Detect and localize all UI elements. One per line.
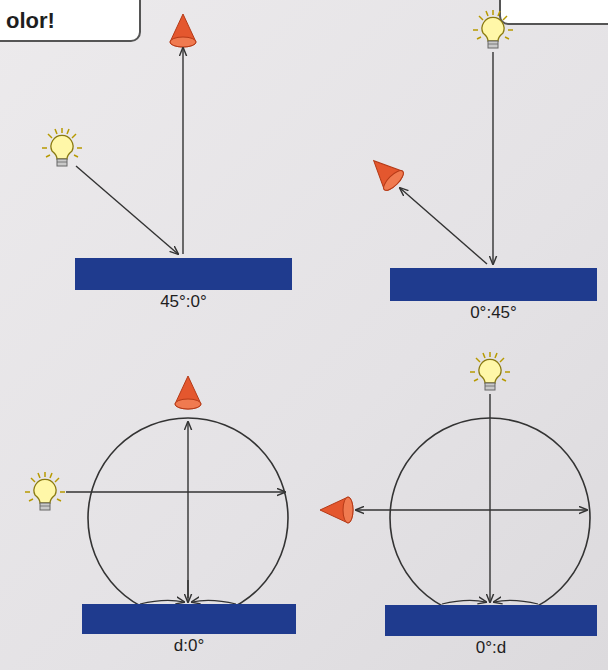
sample-bar: 45°:0° (75, 258, 292, 290)
sample-bar: 0°:45° (390, 268, 597, 301)
geometry-caption: d:0° (82, 636, 296, 656)
heading-text: olor! (0, 0, 139, 34)
sample-bar: d:0° (82, 604, 296, 634)
geometry-caption: 45°:0° (75, 292, 292, 312)
geometry-caption: 0°:d (385, 638, 597, 658)
heading-tab: olor! (0, 0, 141, 42)
geometry-caption: 0°:45° (390, 303, 597, 323)
sample-bar: 0°:d (385, 605, 597, 636)
